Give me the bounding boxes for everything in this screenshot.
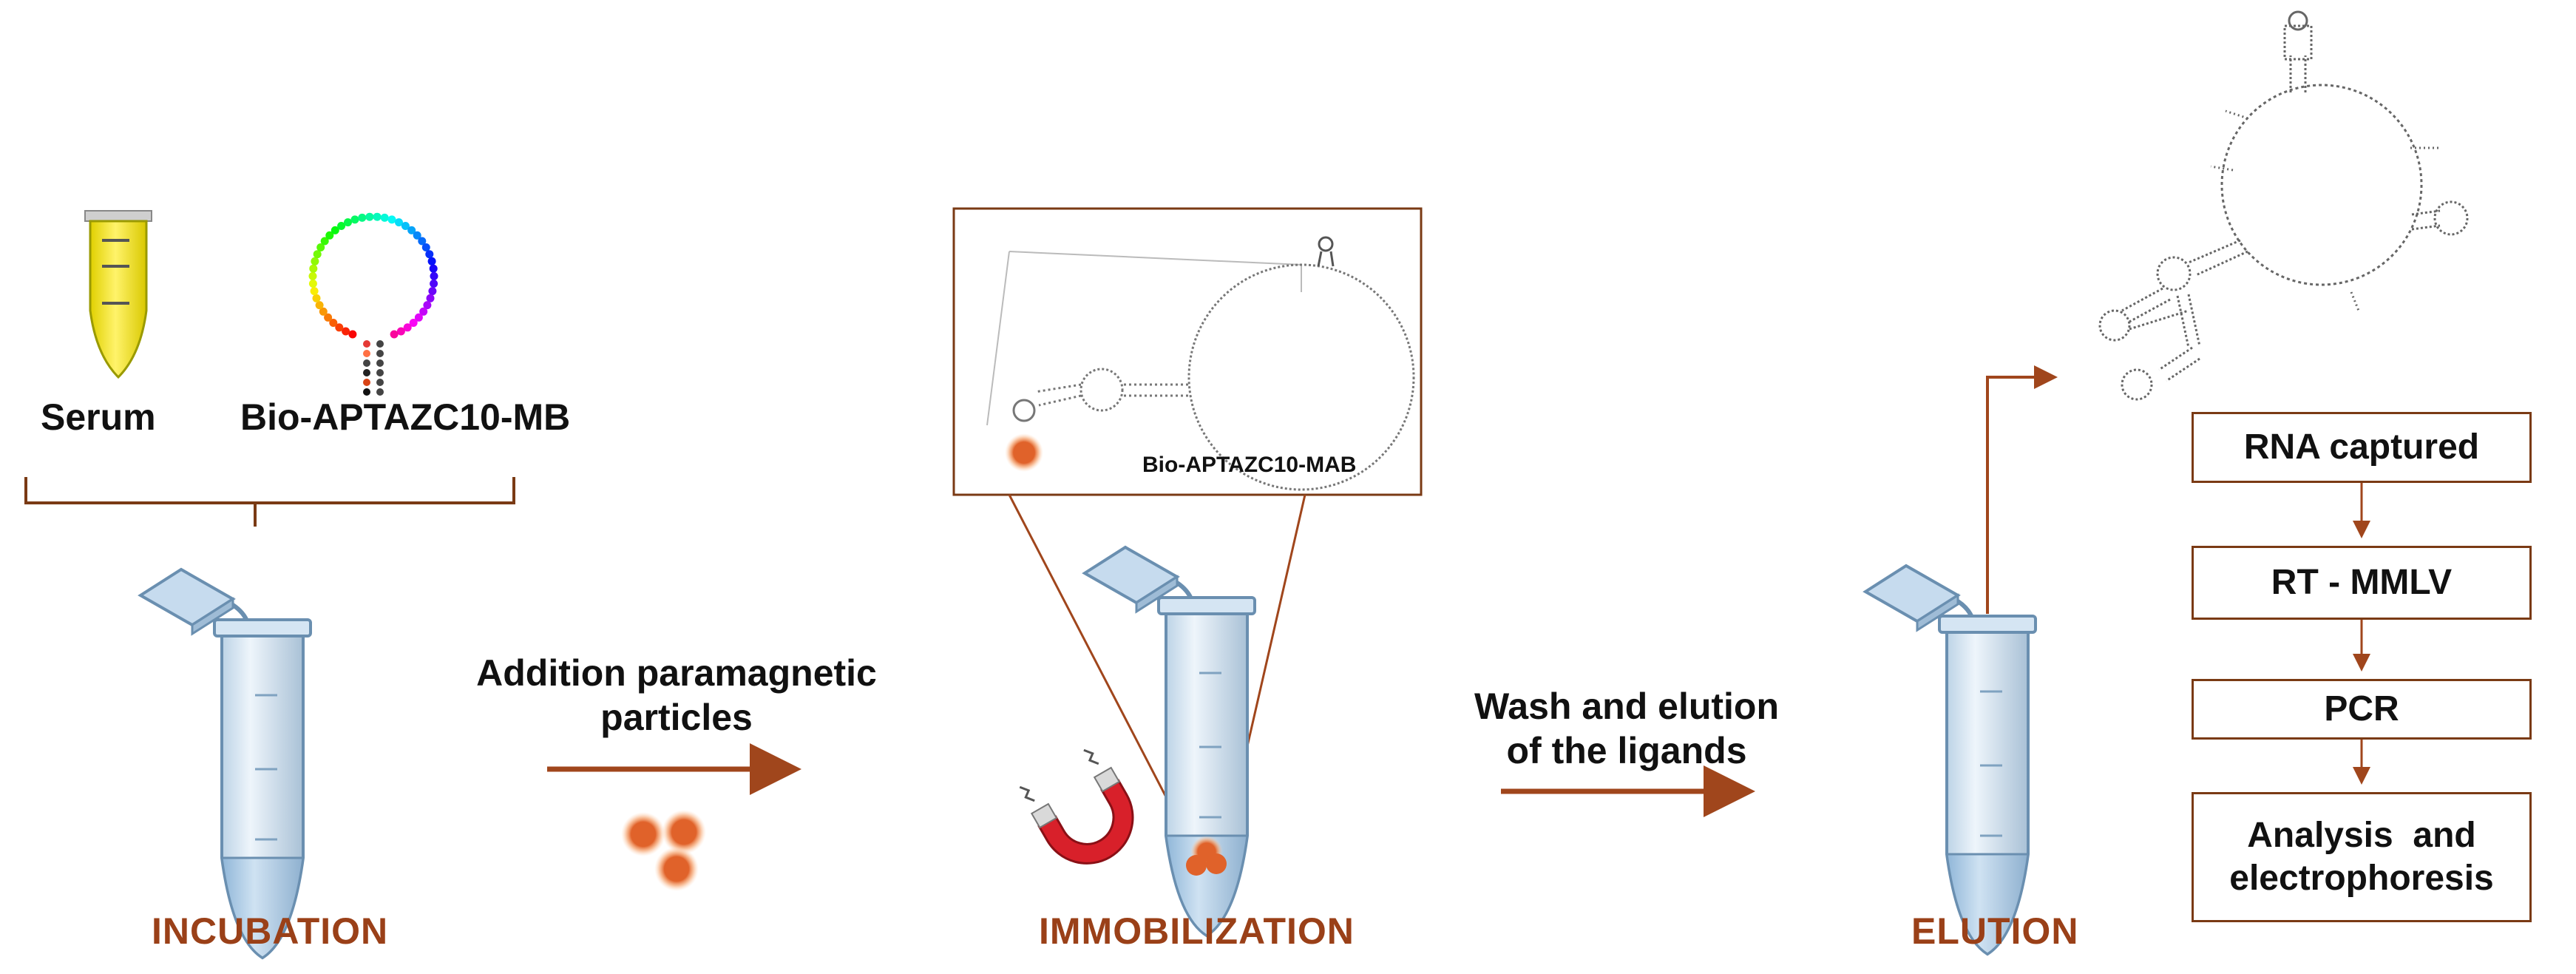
aptamer-stem-dot: [376, 388, 384, 396]
aptamer-dot: [419, 307, 428, 316]
aptamer-inset-structure: [986, 236, 1415, 491]
aptamer-hairpin-icon: [308, 212, 438, 396]
aptamer-dot: [426, 294, 435, 302]
workflow-box-label: RT - MMLV: [2271, 563, 2453, 602]
aptamer-dot: [316, 243, 325, 251]
aptamer-dot: [413, 231, 421, 240]
addition-caption-line1: Addition paramagnetic: [476, 652, 877, 694]
workflow-box-rna-captured: RNA captured: [2192, 412, 2532, 483]
aptamer-dot: [380, 213, 389, 222]
immobilized-beads-icon: [1186, 836, 1227, 876]
workflow-box-pcr: PCR: [2192, 679, 2532, 740]
workflow-box-label: RNA captured: [2243, 427, 2480, 467]
aptamer-dot: [418, 237, 427, 246]
aptamer-dot: [427, 257, 436, 266]
stage-elution: ELUTION: [1911, 910, 2079, 952]
aptamer-dot: [430, 271, 438, 280]
aptamer-dot: [350, 215, 359, 224]
magnet-icon: [1019, 748, 1134, 865]
aptamer-dot: [423, 301, 432, 310]
aptamer-dot: [329, 319, 338, 327]
aptamer-dot: [344, 218, 352, 227]
workflow-box-label: PCR: [2324, 689, 2399, 728]
aptamer-dot: [373, 212, 382, 221]
elution-arrow: [1986, 365, 2058, 614]
aptamer-dot: [365, 212, 374, 221]
stage-incubation: INCUBATION: [152, 910, 389, 952]
aptamer-dot: [308, 280, 317, 288]
aptamer-dot: [342, 327, 350, 336]
aptamer-stem-dot: [363, 369, 370, 376]
serum-label: Serum: [41, 396, 156, 438]
aptamer-dot: [313, 250, 322, 259]
aptamer-dot: [308, 271, 317, 280]
paramagnetic-bead-icon: [621, 810, 706, 891]
aptamer-dot: [325, 231, 334, 240]
aptamer-dot: [387, 215, 396, 224]
aptamer-stem-dot: [376, 379, 384, 386]
aptamer-stem-dot: [363, 359, 370, 367]
aptamer-dot: [407, 226, 416, 234]
microtube-icon: [1865, 566, 2036, 954]
aptamer-dot: [348, 330, 357, 339]
inset-label: Bio-APTAZC10-MAB: [1142, 453, 1357, 477]
workflow-box-analysis: Analysis and electrophoresis: [2192, 792, 2532, 922]
workflow-box-label-line2: electrophoresis: [2229, 859, 2494, 898]
rna-structure-icon: [2098, 10, 2469, 401]
workflow-box-label: Analysis and: [2247, 816, 2476, 855]
aptamer-stem-dot: [376, 369, 384, 376]
serum-tube-icon: [84, 210, 152, 379]
aptamer-dot: [401, 222, 410, 230]
microtube-icon: [1085, 547, 1255, 936]
aptamer-dot: [331, 226, 339, 234]
aptamer-stem-dot: [376, 350, 384, 357]
aptamer-stem-dot: [376, 359, 384, 367]
aptamer-stem-dot: [363, 350, 370, 357]
aptamer-dot: [309, 264, 318, 273]
stage-immobilization: IMMOBILIZATION: [1039, 910, 1355, 952]
wash-caption-line1: Wash and elution: [1474, 686, 1780, 727]
wash-caption-line2: of the ligands: [1506, 730, 1747, 771]
aptamer-dot: [335, 323, 344, 332]
incubation-bracket: [24, 477, 515, 527]
aptamer-dot: [320, 237, 329, 246]
aptamer-stem-dot: [363, 340, 370, 348]
aptamer-dot: [358, 213, 367, 222]
workflow-box-rt-mmlv: RT - MMLV: [2192, 546, 2532, 620]
addition-caption-line2: particles: [600, 697, 753, 738]
aptamer-dot: [403, 323, 412, 332]
aptamer-dot: [429, 264, 438, 273]
microtube-icon: [140, 569, 311, 958]
aptamer-dot: [428, 287, 437, 296]
aptamer-dot: [311, 257, 319, 266]
aptamer-dot: [395, 218, 403, 227]
aptamer-dot: [425, 250, 434, 259]
aptamer-dot: [390, 330, 399, 339]
aptamer-dot: [324, 313, 333, 322]
aptamer-dot: [430, 280, 438, 288]
aptamer-dot: [312, 294, 321, 302]
inset-bead-icon: [1005, 433, 1043, 472]
aptamer-dot: [319, 307, 328, 316]
aptamer-dot: [315, 301, 324, 310]
aptamer-stem-dot: [376, 340, 384, 348]
aptamer-dot: [409, 319, 418, 327]
aptamer-dot: [421, 243, 430, 251]
aptamer-stem-dot: [363, 388, 370, 396]
aptamer-stem-dot: [363, 379, 370, 386]
addition-caption: Addition paramagnetic particles: [436, 651, 917, 740]
wash-caption: Wash and elution of the ligands: [1427, 684, 1826, 773]
aptamer-dot: [337, 222, 346, 230]
aptamer-label: Bio-APTAZC10-MB: [240, 396, 571, 438]
aptamer-dot: [414, 313, 423, 322]
aptamer-dot: [396, 327, 405, 336]
aptamer-dot: [310, 287, 319, 296]
